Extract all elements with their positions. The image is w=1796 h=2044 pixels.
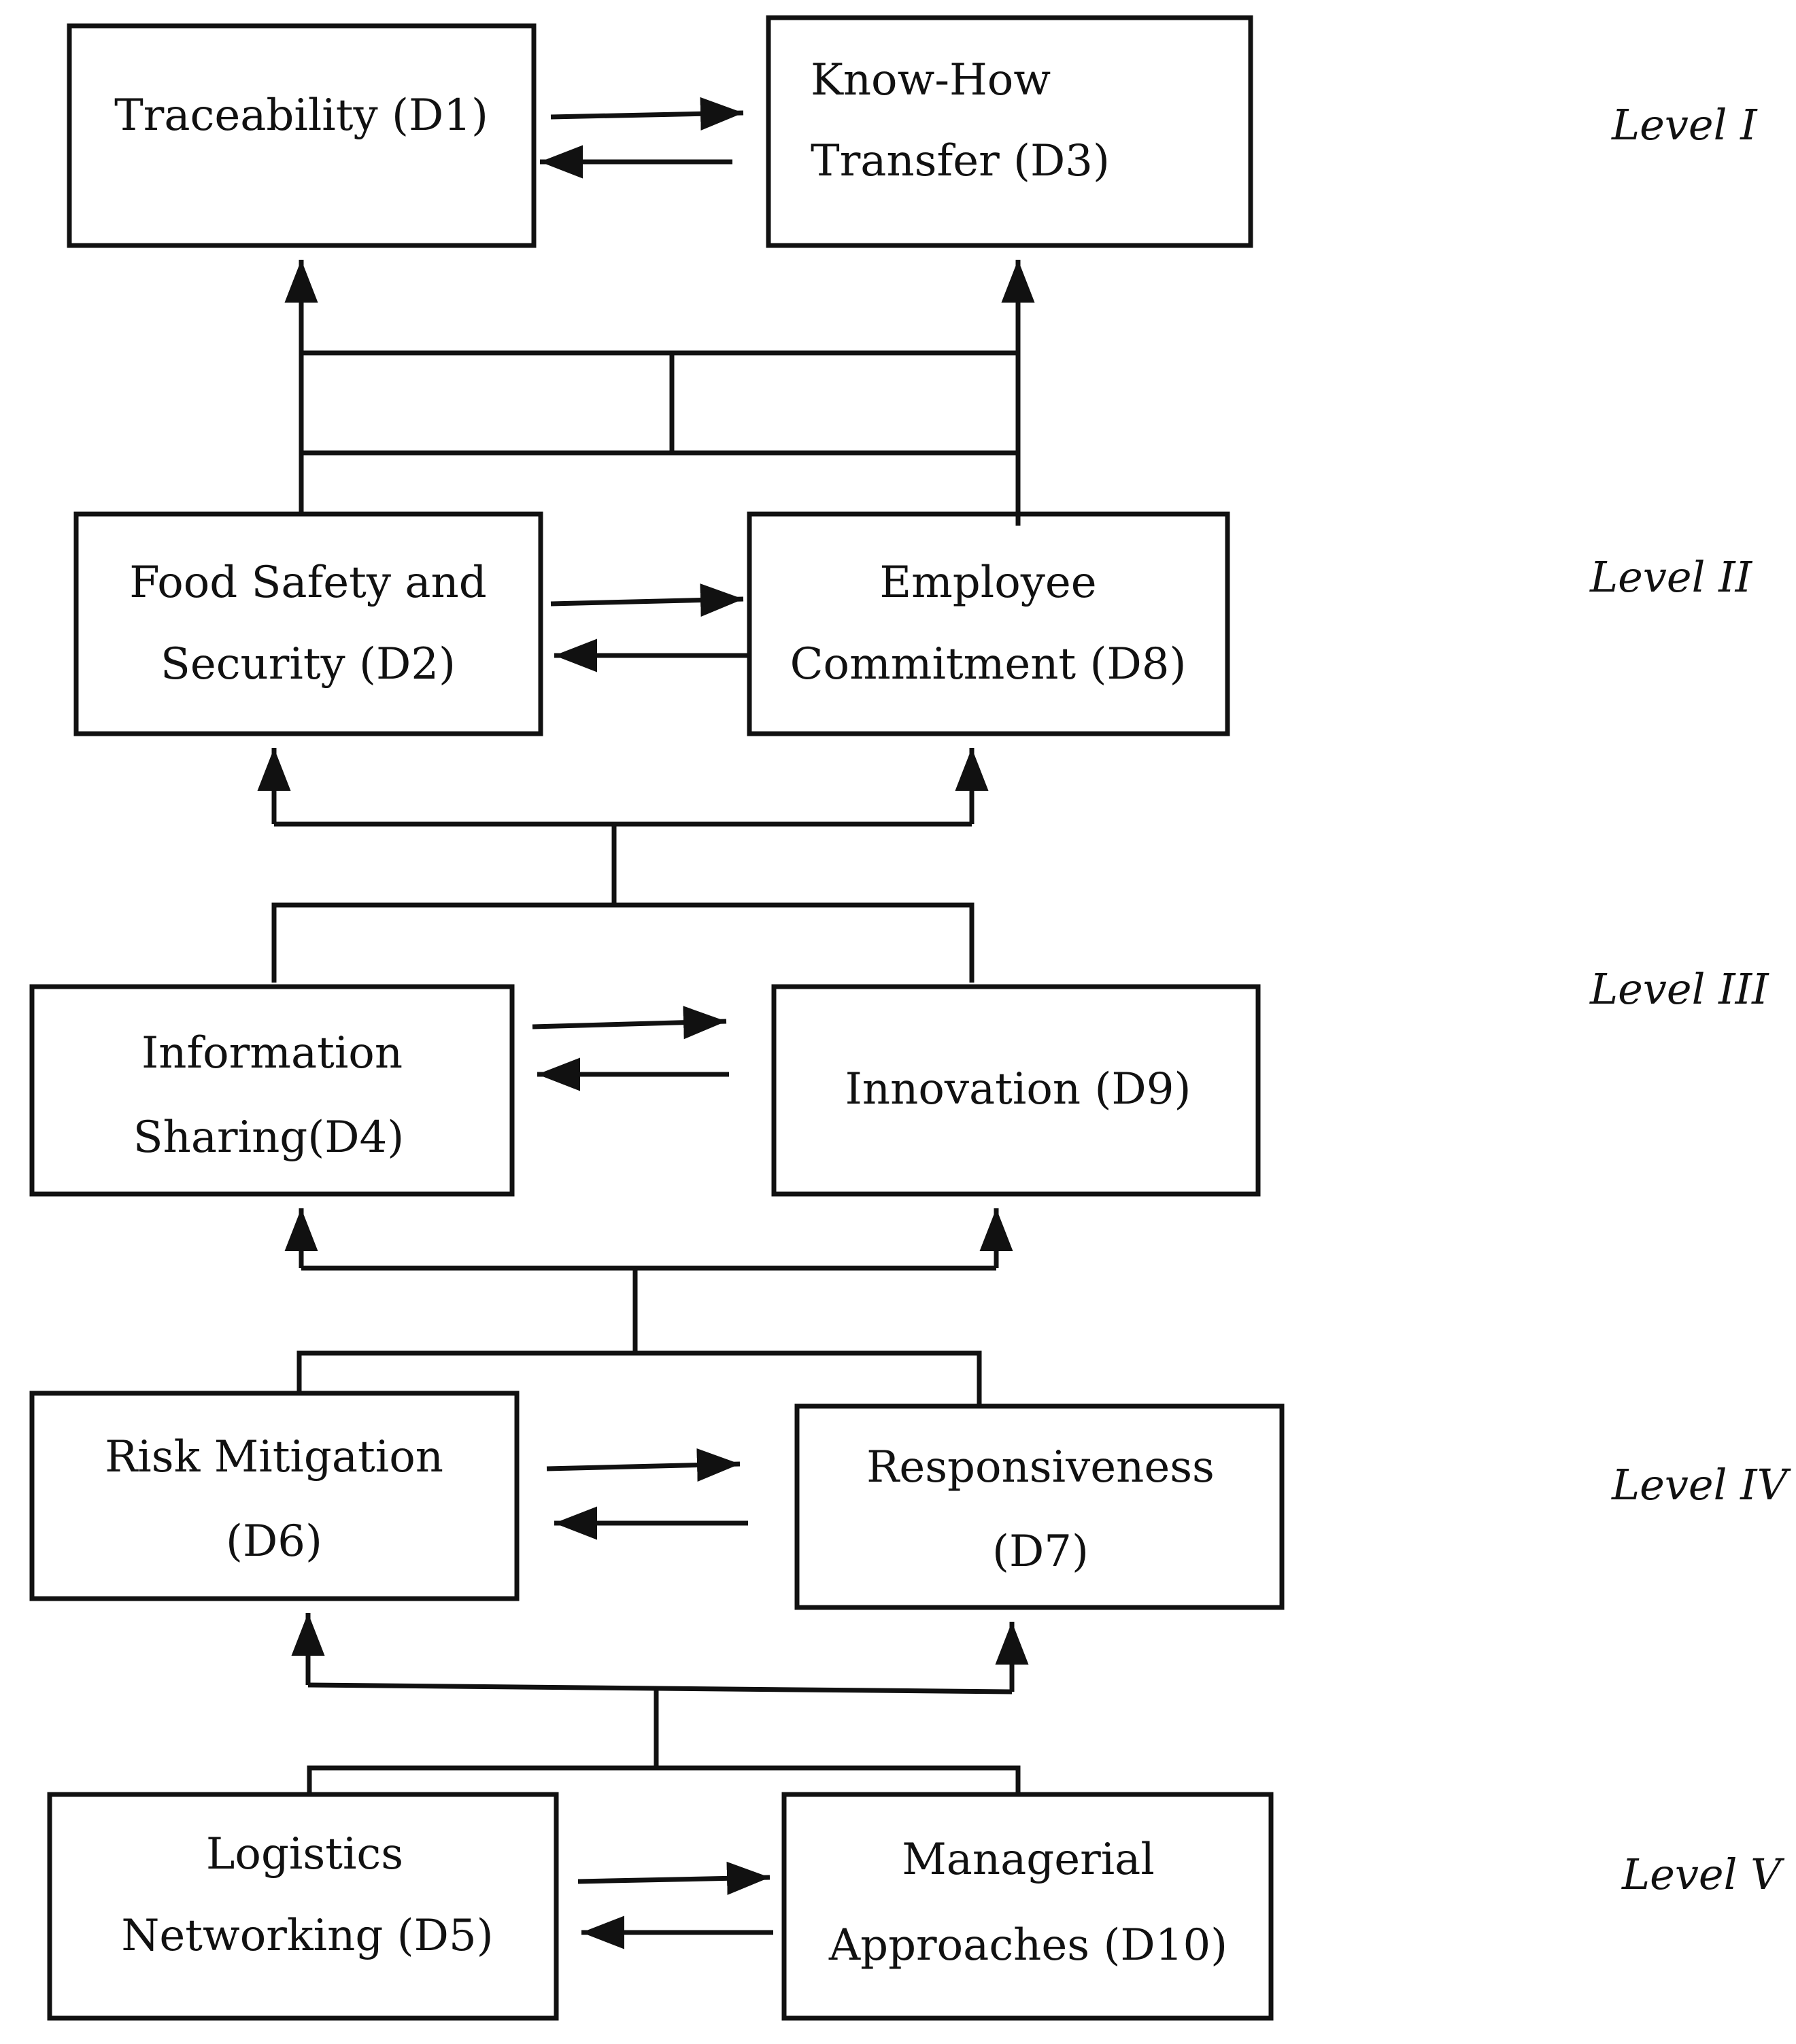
connector-level5-top-bar <box>307 1765 1021 1794</box>
arrow-d1-to-d3 <box>550 97 744 131</box>
node-d8-label-line1: Employee <box>879 558 1096 608</box>
node-d8-label-line2: Commitment (D8) <box>790 639 1187 689</box>
node-d5-label-line2: Networking (D5) <box>121 1911 493 1961</box>
level-2-label: Level II <box>1589 552 1753 602</box>
node-d6: Risk Mitigation (D6) <box>29 1391 520 1601</box>
node-d7-label-line2: (D7) <box>992 1527 1089 1577</box>
node-d3-box <box>766 15 1253 248</box>
node-d8: Employee Commitment (D8) <box>747 511 1230 736</box>
node-d1: Traceability (D1) <box>67 23 537 248</box>
node-d3-label-line2: Transfer (D3) <box>811 136 1110 186</box>
node-d7-box <box>794 1403 1285 1610</box>
node-d10-label-line2: Approaches (D10) <box>828 1920 1227 1971</box>
connector-level4-top-bar <box>296 1350 982 1406</box>
node-d6-label-line2: (D6) <box>226 1516 322 1567</box>
node-d2: Food Safety and Security (D2) <box>73 511 543 736</box>
node-d7: Responsiveness (D7) <box>794 1403 1285 1610</box>
arrow-d2-to-d8 <box>550 583 744 617</box>
node-d10: Managerial Approaches (D10) <box>781 1792 1274 2021</box>
node-d9-box <box>771 984 1261 1197</box>
node-d9: Innovation (D9) <box>771 984 1261 1197</box>
node-d5: Logistics Networking (D5) <box>47 1792 559 2021</box>
node-d4-label-line2: Sharing(D4) <box>133 1112 404 1163</box>
connector-level2-to-level1 <box>299 350 1021 454</box>
node-d4: Information Sharing(D4) <box>29 984 515 1197</box>
node-d4-label-line1: Information <box>141 1028 403 1078</box>
node-d2-label-line2: Security (D2) <box>160 639 456 689</box>
node-d2-label-line1: Food Safety and <box>129 558 486 608</box>
connector-level5-arrow-bar <box>307 1682 1013 1694</box>
node-d8-box <box>747 511 1230 736</box>
node-d10-label-line1: Managerial <box>902 1835 1155 1885</box>
node-d3: Know-How Transfer (D3) <box>766 15 1253 248</box>
node-d6-box <box>29 1391 520 1601</box>
node-d5-label-line1: Logistics <box>206 1829 403 1879</box>
node-d1-box <box>67 23 537 248</box>
level-1-label: Level I <box>1611 100 1758 150</box>
arrow-d5-to-d10 <box>577 1861 770 1895</box>
connector-level3-to-level2 <box>271 902 975 983</box>
node-d3-label-line1: Know-How <box>811 55 1051 105</box>
level-5-label: Level V <box>1621 1850 1785 1899</box>
level-4-label: Level IV <box>1611 1460 1792 1510</box>
node-d4-box <box>29 984 515 1197</box>
node-d9-label: Innovation (D9) <box>845 1064 1191 1114</box>
level-3-label: Level III <box>1589 964 1769 1014</box>
node-d6-label-line1: Risk Mitigation <box>105 1432 443 1482</box>
node-d10-box <box>781 1792 1274 2021</box>
arrow-d6-to-d7 <box>546 1448 741 1482</box>
node-d5-box <box>47 1792 559 2021</box>
arrow-d4-to-d9 <box>532 1006 727 1040</box>
node-d1-label: Traceability (D1) <box>114 90 488 141</box>
node-d2-box <box>73 511 543 736</box>
connector-level2-top-bar <box>299 450 1021 526</box>
node-d7-label-line1: Responsiveness <box>866 1442 1215 1493</box>
